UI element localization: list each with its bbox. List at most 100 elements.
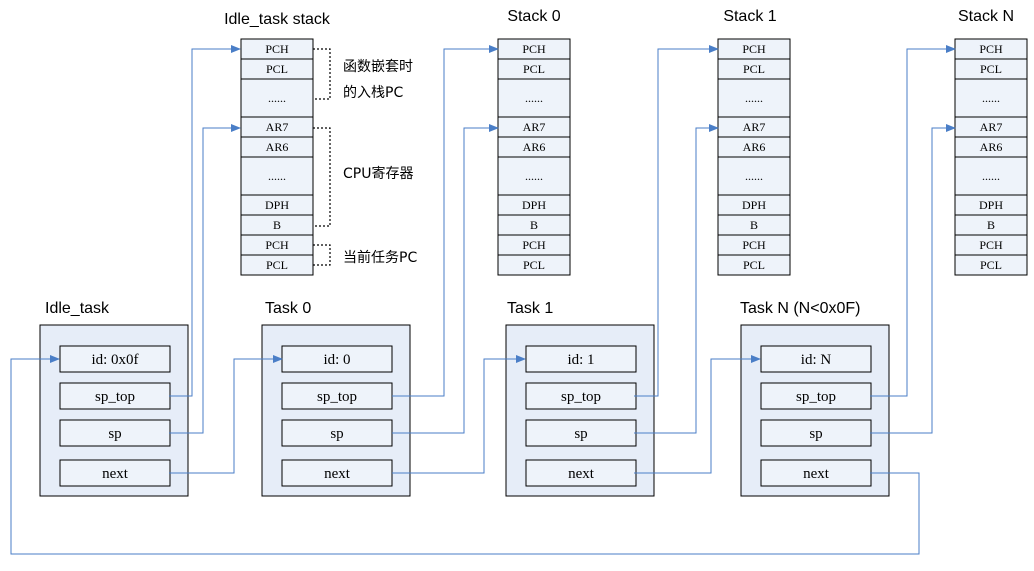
stack-cell: [497, 156, 571, 196]
stack-cell-label: PCL: [743, 258, 765, 272]
stack-cell-label: ......: [745, 91, 763, 105]
sp-field-label: sp: [809, 426, 822, 442]
stack-cell-label: DPH: [522, 198, 546, 212]
idle-task-title: Idle_task: [45, 300, 110, 317]
sp-top-field-label: sp_top: [317, 389, 357, 405]
stack-cell-label: AR7: [980, 120, 1003, 134]
stack-cell-label: DPH: [265, 198, 289, 212]
sp-field-label: sp: [330, 426, 343, 442]
sp-field: [525, 419, 637, 447]
stack-cell-label: DPH: [979, 198, 1003, 212]
stack-cell-label: ......: [982, 169, 1000, 183]
idle-sp-top-link: [169, 45, 241, 397]
next-field: [760, 459, 872, 487]
stack-cell-label: PCL: [523, 258, 545, 272]
nested-pc-bracket: [313, 48, 331, 100]
sp-top-field: [525, 382, 637, 410]
stack-cell: [717, 156, 791, 196]
next-field-label: next: [803, 466, 830, 482]
next-field: [281, 459, 393, 487]
taskn-sp-top-link: [870, 45, 956, 397]
task-n-title: Task N (N<0x0F): [740, 300, 860, 317]
stack-cell-label: ......: [525, 91, 543, 105]
stack-cell-label: ......: [525, 169, 543, 183]
stack-cell-label: ......: [982, 91, 1000, 105]
sp-top-field: [760, 382, 872, 410]
id-field-label: id: 1: [567, 352, 594, 368]
stack-cell-label: PCH: [979, 42, 1003, 56]
stack-cell-label: PCH: [522, 238, 546, 252]
stack-cell-label: PCH: [522, 42, 546, 56]
next-field: [525, 459, 637, 487]
stack-cell-label: PCL: [523, 62, 545, 76]
sp-top-field-label: sp_top: [796, 389, 836, 405]
stack-cell-label: PCL: [266, 62, 288, 76]
task0-sp-link: [392, 124, 499, 434]
stack-cell-label: DPH: [742, 198, 766, 212]
stack-cell: [497, 254, 571, 276]
stack-cell-label: AR7: [523, 120, 546, 134]
stack-cell-label: PCH: [265, 238, 289, 252]
stack-n-title: Stack N: [958, 8, 1014, 25]
stack-cell-label: PCL: [266, 258, 288, 272]
sp-top-field-label: sp_top: [95, 389, 135, 405]
sp-field: [281, 419, 393, 447]
task1-next-link: [634, 355, 761, 474]
sp-top-field-label: sp_top: [561, 389, 601, 405]
stack-cell-label: AR6: [980, 140, 1003, 154]
idle-next-link: [169, 355, 283, 474]
stack-cell: [497, 78, 571, 118]
stack-cell-label: AR7: [266, 120, 289, 134]
id-field-label: id: 0x0f: [91, 352, 138, 368]
cpu-registers-bracket: [313, 127, 331, 227]
id-field: [59, 345, 171, 373]
id-field: [525, 345, 637, 373]
stack-cell-label: B: [987, 218, 995, 232]
stack-cell: [240, 156, 314, 196]
stack-cell-label: B: [530, 218, 538, 232]
stack-1-title: Stack 1: [723, 8, 776, 25]
sp-field-label: sp: [108, 426, 121, 442]
nested-pc-note-line2: 的入栈PC: [343, 85, 403, 101]
task0-next-link: [392, 355, 526, 474]
task0-sp-top-link: [392, 45, 499, 397]
next-field-label: next: [324, 466, 351, 482]
sp-top-field: [59, 382, 171, 410]
taskn-sp-link: [870, 124, 956, 434]
nested-pc-note-line1: 函数嵌套时: [343, 59, 413, 75]
current-pc-note: 当前任务PC: [343, 249, 417, 266]
task-1-title: Task 1: [507, 300, 553, 317]
stack-cell-label: PCL: [980, 62, 1002, 76]
stack-cell-label: PCH: [979, 238, 1003, 252]
stack-cell-label: PCH: [742, 238, 766, 252]
idle-sp-link: [169, 124, 241, 434]
stack-cell-label: ......: [745, 169, 763, 183]
task-0-title: Task 0: [265, 300, 311, 317]
stack-cell-label: AR7: [743, 120, 766, 134]
stack-cell-label: PCL: [743, 62, 765, 76]
stack-cell-label: AR6: [523, 140, 546, 154]
stack-cell: [954, 156, 1028, 196]
stack-cell-label: AR6: [266, 140, 289, 154]
task1-sp-top-link: [634, 45, 719, 397]
stack-cell: [954, 254, 1028, 276]
stack-cell: [717, 254, 791, 276]
id-field-label: id: N: [801, 352, 832, 368]
stack-cell: [717, 78, 791, 118]
cpu-registers-note: CPU寄存器: [343, 165, 413, 182]
stack-cell-label: AR6: [743, 140, 766, 154]
id-field-label: id: 0: [323, 352, 350, 368]
stack-cell-label: B: [750, 218, 758, 232]
task1-sp-link: [634, 124, 719, 434]
stack-cell-label: ......: [268, 91, 286, 105]
stack-cell-label: PCL: [980, 258, 1002, 272]
stack-cell-label: PCH: [742, 42, 766, 56]
